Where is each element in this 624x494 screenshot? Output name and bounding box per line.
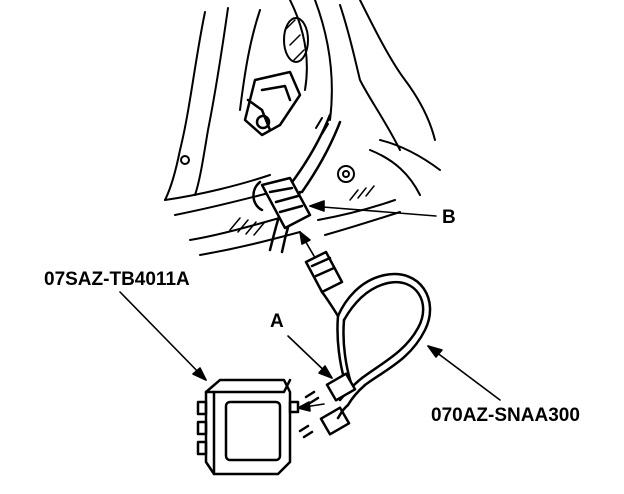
- callout-arrows: [119, 200, 501, 412]
- harness-connector: [304, 250, 344, 318]
- tester-box: [196, 378, 300, 476]
- harness-part-number-label: 070AZ-SNAA300: [431, 405, 580, 426]
- connector-b: [252, 176, 312, 230]
- connector-a-label: A: [270, 311, 284, 332]
- harness-end-plugs: [298, 372, 357, 439]
- connector-b-label: B: [442, 207, 456, 228]
- vehicle-body-panel: [164, 0, 441, 256]
- tester-part-number-label: 07SAZ-TB4011A: [44, 269, 190, 290]
- mounting-bracket: [243, 70, 302, 137]
